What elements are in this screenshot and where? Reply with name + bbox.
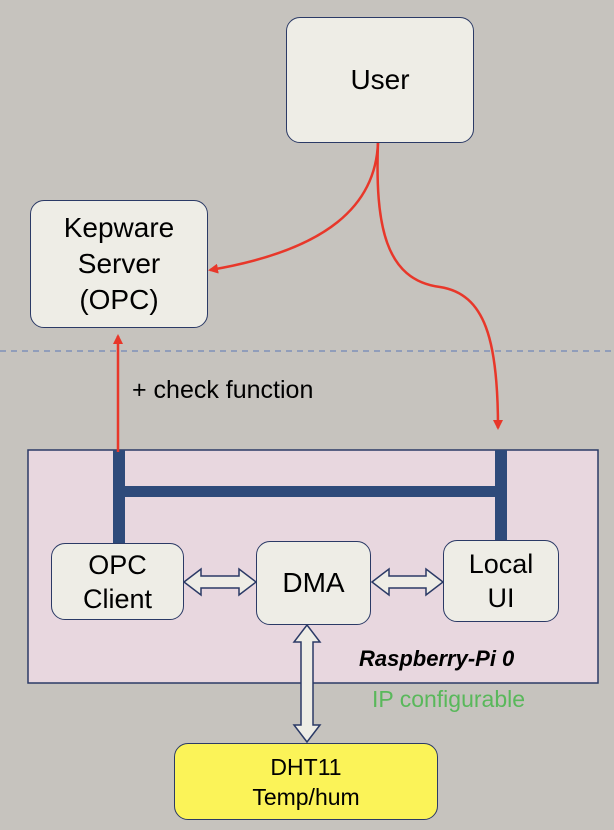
- kepware-line-2: Server: [77, 248, 161, 279]
- group-title-raspberry-pi: Raspberry-Pi 0: [359, 646, 515, 671]
- group-note-ip-configurable: IP configurable: [372, 686, 526, 712]
- node-local-ui: Local UI: [443, 540, 559, 622]
- kepware-line-1: Kepware: [63, 212, 175, 243]
- local-ui-line-2: UI: [487, 583, 515, 613]
- node-kepware-server: Kepware Server (OPC): [30, 200, 208, 328]
- bus-horizontal: [119, 486, 501, 497]
- node-dma: DMA: [256, 541, 371, 625]
- node-opc-client: OPC Client: [51, 543, 184, 620]
- opc-client-line-2: Client: [82, 583, 153, 614]
- dht11-line-2: Temp/hum: [252, 783, 360, 810]
- bus: [113, 450, 507, 543]
- edge-user-to-kepware: [208, 141, 380, 274]
- kepware-line-3: (OPC): [79, 284, 159, 315]
- dht11-line-1: DHT11: [270, 753, 342, 780]
- opc-client-line-1: OPC: [88, 549, 147, 580]
- double-arrow-dma-dht11: [292, 623, 322, 744]
- edge-label-check-function: + check function: [132, 376, 314, 404]
- edge-user-to-local-ui: [376, 141, 503, 430]
- node-dma-label: DMA: [282, 567, 345, 598]
- local-ui-line-1: Local: [468, 549, 534, 579]
- node-user: User: [286, 17, 474, 143]
- node-user-label: User: [350, 64, 410, 95]
- node-dht11-sensor: DHT11 Temp/hum: [174, 743, 438, 820]
